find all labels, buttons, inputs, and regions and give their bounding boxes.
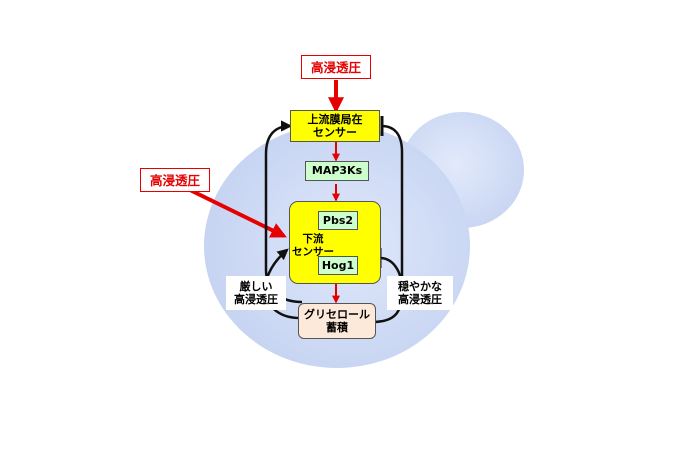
upstream-sensor-box: 上流膜局在 センサー bbox=[290, 110, 380, 142]
map3ks-box: MAP3Ks bbox=[305, 161, 369, 181]
pbs2-box: Pbs2 bbox=[318, 211, 358, 230]
stimulus-label-top: 高浸透圧 bbox=[301, 55, 371, 79]
hog1-box: Hog1 bbox=[318, 256, 358, 275]
glycerol-accumulation-box: グリセロール 蓄積 bbox=[298, 303, 376, 339]
severe-condition-label: 厳しい 高浸透圧 bbox=[226, 276, 286, 310]
stimulus-label-left: 高浸透圧 bbox=[140, 168, 210, 192]
feedback-mild-outer bbox=[371, 124, 404, 324]
stimulus-arrow-left bbox=[189, 188, 287, 238]
downstream-sensor-label: 下流 センサー bbox=[292, 233, 334, 258]
mild-condition-label: 穏やかな 高浸透圧 bbox=[387, 276, 453, 310]
